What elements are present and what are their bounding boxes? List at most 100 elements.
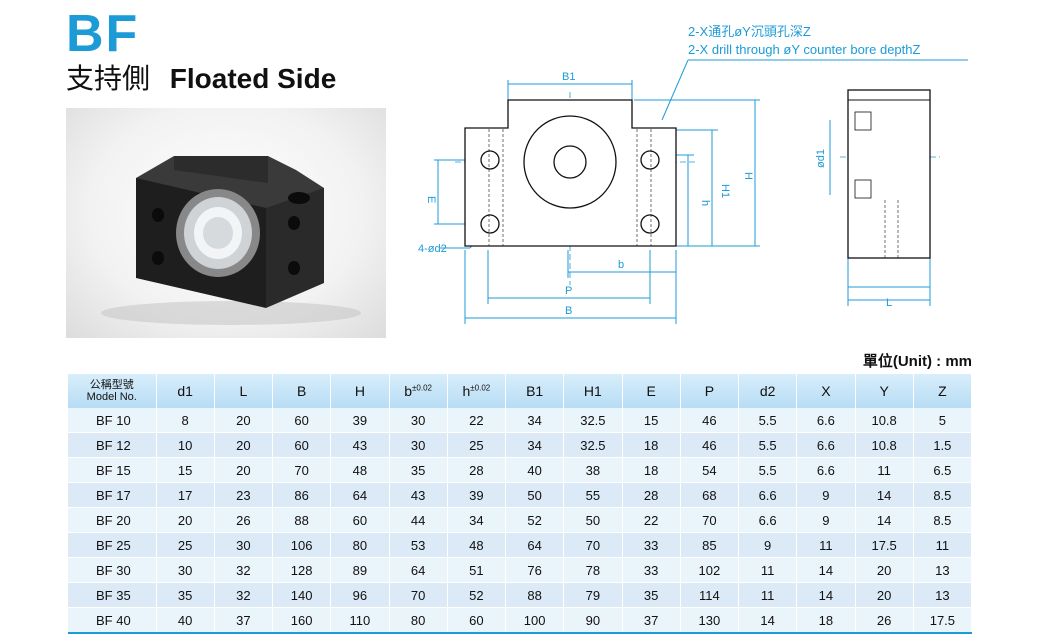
note-en: 2-X drill through øY counter bore depthZ <box>688 42 921 57</box>
table-cell: 114 <box>680 582 740 608</box>
label-p: P <box>565 285 572 297</box>
header-b: B <box>272 374 332 408</box>
label-b-small: b <box>618 259 624 271</box>
label-d2: 4-ød2 <box>418 243 447 255</box>
table-cell: 20 <box>214 457 274 483</box>
label-h-big: H <box>742 172 754 180</box>
cell-model: BF 35 <box>68 582 157 608</box>
header-z: Z <box>913 374 973 408</box>
table-cell: 37 <box>214 607 274 634</box>
table-cell: 64 <box>389 557 448 583</box>
table-cell: 80 <box>389 607 448 634</box>
table-cell: 14 <box>855 507 914 533</box>
table-cell: 14 <box>796 557 856 583</box>
table-cell: 70 <box>563 532 623 558</box>
bearing-block-illustration <box>101 156 361 325</box>
table-cell: 8 <box>156 408 215 433</box>
table-cell: 64 <box>505 532 565 558</box>
header-l: L <box>214 374 274 408</box>
table-cell: 90 <box>563 607 623 634</box>
table-cell: 32.5 <box>563 432 623 458</box>
table-cell: 6.6 <box>738 482 798 508</box>
table-cell: 128 <box>272 557 332 583</box>
table-cell: 5.5 <box>738 408 798 433</box>
table-cell: 10 <box>156 432 215 458</box>
table-cell: 13 <box>913 582 973 608</box>
table-cell: 25 <box>156 532 215 558</box>
cell-model: BF 20 <box>68 507 157 533</box>
table-cell: 10.8 <box>855 408 914 433</box>
table-cell: 14 <box>738 607 798 634</box>
table-cell: 14 <box>855 482 914 508</box>
header-h1: H1 <box>563 374 623 408</box>
table-cell: 17.5 <box>855 532 914 558</box>
table-cell: 20 <box>214 408 274 433</box>
table-cell: 8.5 <box>913 507 973 533</box>
header-model-en: Model No. <box>86 391 137 403</box>
table-cell: 70 <box>272 457 332 483</box>
table-cell: 44 <box>389 507 448 533</box>
table-cell: 17 <box>156 482 215 508</box>
table-cell: 32 <box>214 557 274 583</box>
table-cell: 85 <box>680 532 740 558</box>
table-cell: 50 <box>505 482 565 508</box>
table-cell: 30 <box>214 532 274 558</box>
table-cell: 43 <box>389 482 448 508</box>
cell-model: BF 12 <box>68 432 157 458</box>
table-cell: 18 <box>622 457 681 483</box>
table-cell: 30 <box>156 557 215 583</box>
header-p: P <box>680 374 740 408</box>
cell-model: BF 15 <box>68 457 157 483</box>
table-cell: 22 <box>622 507 681 533</box>
label-b-big: B <box>565 305 572 317</box>
table-cell: 9 <box>738 532 798 558</box>
header-d1: d1 <box>156 374 215 408</box>
table-cell: 60 <box>447 607 507 634</box>
table-cell: 28 <box>622 482 681 508</box>
table-cell: 15 <box>622 408 681 433</box>
header-y: Y <box>855 374 914 408</box>
header-h-small: h±0.02 <box>447 374 507 408</box>
table-cell: 60 <box>330 507 390 533</box>
table-cell: 6.5 <box>913 457 973 483</box>
cell-model: BF 10 <box>68 408 157 433</box>
table-cell: 55 <box>563 482 623 508</box>
table-cell: 48 <box>330 457 390 483</box>
table-cell: 20 <box>855 557 914 583</box>
table-cell: 50 <box>563 507 623 533</box>
header-x: X <box>796 374 856 408</box>
table-cell: 86 <box>272 482 332 508</box>
table-cell: 11 <box>855 457 914 483</box>
table-cell: 51 <box>447 557 507 583</box>
title-zh: 支持側 <box>66 63 151 94</box>
table-cell: 38 <box>563 457 623 483</box>
table-cell: 60 <box>272 432 332 458</box>
table-cell: 30 <box>389 408 448 433</box>
header-d2: d2 <box>738 374 798 408</box>
label-h1: H1 <box>719 184 731 198</box>
table-cell: 96 <box>330 582 390 608</box>
table-cell: 9 <box>796 507 856 533</box>
table-cell: 20 <box>214 432 274 458</box>
label-d1: ød1 <box>815 149 827 168</box>
product-code: BF <box>66 5 140 63</box>
label-b1: B1 <box>562 71 575 83</box>
table-cell: 13 <box>913 557 973 583</box>
table-cell: 18 <box>796 607 856 634</box>
table-cell: 23 <box>214 482 274 508</box>
table-cell: 37 <box>622 607 681 634</box>
table-cell: 48 <box>447 532 507 558</box>
table-cell: 6.6 <box>738 507 798 533</box>
header-b1: B1 <box>505 374 565 408</box>
table-cell: 22 <box>447 408 507 433</box>
table-cell: 11 <box>913 532 973 558</box>
table-cell: 39 <box>330 408 390 433</box>
table-cell: 33 <box>622 532 681 558</box>
table-cell: 5.5 <box>738 432 798 458</box>
table-cell: 106 <box>272 532 332 558</box>
table-cell: 33 <box>622 557 681 583</box>
